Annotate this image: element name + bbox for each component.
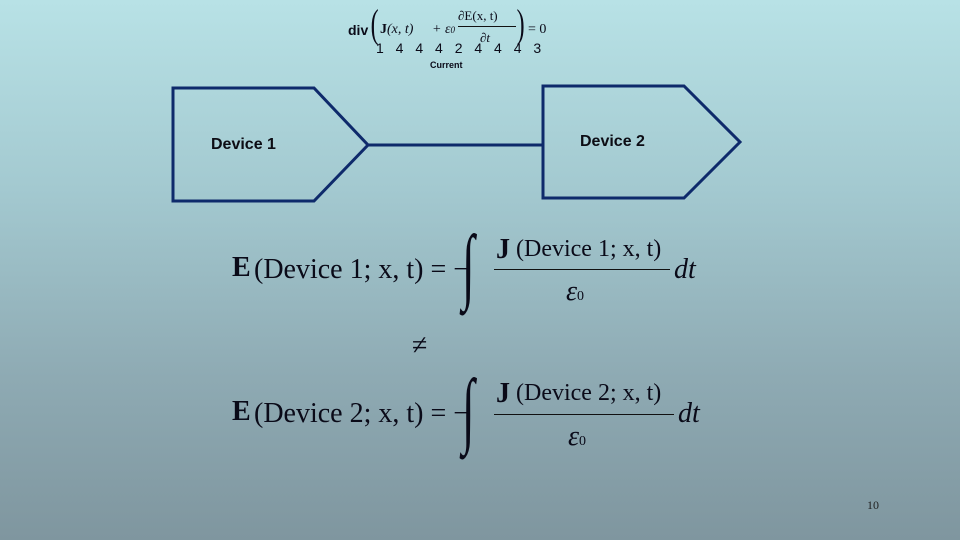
equation-device1: E (Device 1; x, t) = − ∫ J (Device 1; x,… [232, 224, 712, 318]
top-eq-frac-den: ∂t [480, 30, 491, 45]
eq1-integral-sign: ∫ [462, 219, 475, 312]
top-eq-eps: + ε0 [432, 22, 455, 38]
eq1-num-args: (Device 1; x, t) [516, 236, 662, 262]
top-eq-eps-sub: 0 [450, 25, 455, 35]
eq2-den-eps: ε0 [568, 421, 586, 453]
top-eq-equals-zero: = 0 [528, 22, 547, 37]
top-eq-J: J [380, 22, 387, 37]
page-number: 10 [867, 498, 879, 512]
eq1-lhs-E: E [232, 252, 251, 283]
top-equation: div ( J(x, t) + ε0 ∂E(x, t) ∂t ) = 0 1 4… [346, 4, 566, 74]
eq2-num-J: J [496, 378, 510, 409]
device2-label: Device 2 [580, 133, 645, 150]
top-eq-frac-bar [458, 26, 516, 27]
not-equal-sign: ≠ [412, 330, 428, 361]
top-eq-frac-num: ∂E(x, t) [458, 8, 498, 23]
eq2-den-sub: 0 [579, 434, 587, 449]
device1-label: Device 1 [211, 136, 276, 153]
eq2-integral-sign: ∫ [462, 363, 475, 456]
underbrace-digits: 1 4 4 4 2 4 4 4 3 [376, 40, 546, 56]
device2-shape [541, 84, 743, 200]
eq1-frac-bar [494, 269, 670, 270]
equation-device2: E (Device 2; x, t) = − ∫ J (Device 2; x,… [232, 368, 712, 462]
eq1-den: ε [566, 276, 578, 307]
eq1-den-eps: ε0 [566, 276, 584, 308]
top-eq-plus-eps: + ε [432, 22, 451, 37]
underbrace-label: Current [430, 60, 463, 70]
right-paren: ) [516, 1, 525, 46]
eq1-lhs-args: (Device 1; x, t) = − [254, 254, 470, 285]
eq2-dt: dt [678, 398, 700, 429]
eq2-den: ε [568, 421, 580, 452]
eq1-den-sub: 0 [577, 289, 585, 304]
eq2-frac-bar [494, 414, 674, 415]
top-eq-args: (x, t) [387, 22, 414, 37]
eq1-dt: dt [674, 254, 696, 285]
left-paren: ( [370, 1, 379, 46]
div-operator: div [348, 22, 369, 38]
eq2-num-args: (Device 2; x, t) [516, 380, 662, 406]
eq2-lhs-E: E [232, 396, 251, 427]
device1-shape [171, 86, 371, 203]
eq2-lhs-args: (Device 2; x, t) = − [254, 398, 470, 429]
eq1-num-J: J [496, 234, 510, 265]
top-eq-current-term: J(x, t) [380, 22, 413, 38]
